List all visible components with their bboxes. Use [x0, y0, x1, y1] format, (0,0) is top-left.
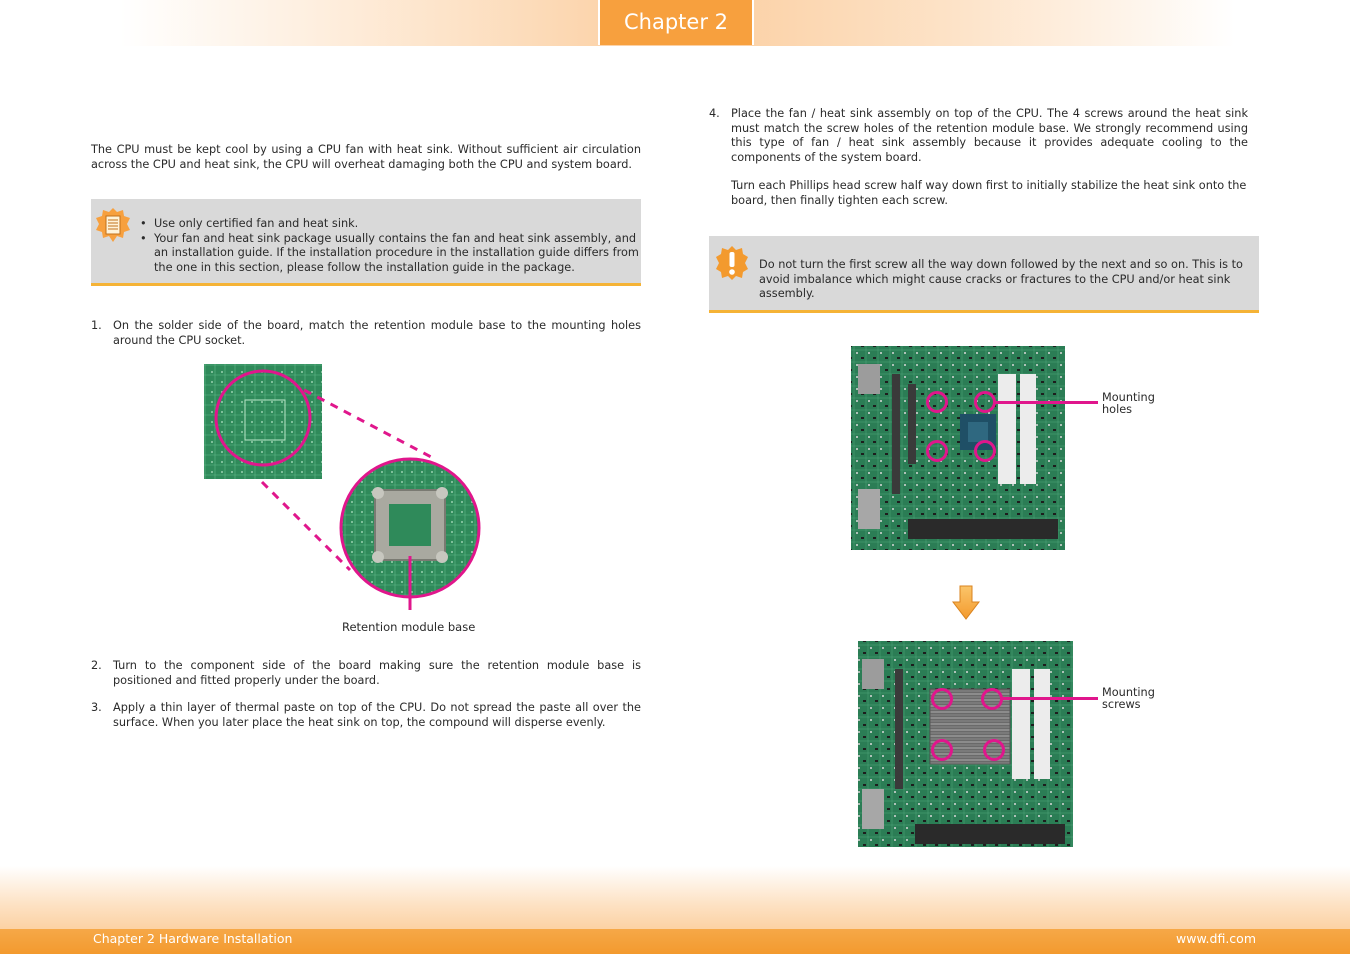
note-item: Use only certified fan and heat sink. — [140, 217, 640, 232]
zoom-line — [260, 480, 352, 572]
step-number: 2. — [91, 659, 102, 672]
step-number: 1. — [91, 319, 102, 332]
board-with-heatsink-photo — [858, 641, 1073, 847]
footer-chapter-title: Chapter 2 Hardware Installation — [93, 931, 293, 946]
warning-icon — [716, 246, 748, 280]
step-4: 4. Place the fan / heat sink assembly on… — [709, 107, 1248, 207]
step-text-continued: Turn each Phillips head screw half way d… — [731, 179, 1247, 207]
mounting-screw-marker — [931, 688, 953, 710]
step-number: 3. — [91, 701, 102, 714]
note-icon — [96, 208, 130, 242]
callout-mounting-holes: Mounting holes — [1102, 391, 1155, 416]
step-3: 3. Apply a thin layer of thermal paste o… — [91, 701, 641, 731]
footer-band — [0, 866, 1350, 930]
callout-mounting-screws: Mounting screws — [1102, 686, 1155, 711]
step-text: On the solder side of the board, match t… — [113, 319, 641, 347]
note-box: Use only certified fan and heat sink. Yo… — [91, 199, 641, 286]
mounting-hole-marker — [974, 440, 996, 462]
socket-highlight-circle — [214, 369, 312, 467]
step-2: 2. Turn to the component side of the boa… — [91, 659, 641, 689]
chapter-tab: Chapter 2 — [598, 0, 754, 45]
note-list: Use only certified fan and heat sink. Yo… — [140, 217, 640, 275]
step-text: Apply a thin layer of thermal paste on t… — [113, 701, 641, 729]
mounting-screw-marker — [983, 739, 1005, 761]
warning-box: Do not turn the first screw all the way … — [709, 236, 1259, 313]
step-number: 4. — [709, 107, 720, 120]
step-text: Turn to the component side of the board … — [113, 659, 641, 687]
zoom-line — [303, 388, 436, 461]
mounting-hole-marker — [926, 440, 948, 462]
step-text: Place the fan / heat sink assembly on to… — [731, 107, 1248, 164]
footer-bar: Chapter 2 Hardware Installation www.dfi.… — [0, 929, 1350, 954]
arrow-down-icon — [951, 585, 981, 620]
callout-line-holes — [995, 401, 1098, 404]
heat-sink — [929, 688, 1011, 765]
callout-line-screws — [1001, 697, 1098, 700]
footer-website-link[interactable]: www.dfi.com — [1176, 931, 1256, 946]
board-top-photo — [851, 346, 1065, 550]
board-solder-side-photo — [204, 364, 322, 479]
retention-module-figure — [204, 364, 481, 610]
mounting-hole-marker — [926, 391, 948, 413]
mounting-screw-marker — [931, 739, 953, 761]
figure-caption: Retention module base — [342, 620, 476, 634]
mounting-hole-marker — [974, 391, 996, 413]
note-item: Your fan and heat sink package usually c… — [140, 232, 640, 276]
warning-text: Do not turn the first screw all the way … — [759, 258, 1243, 301]
step-1: 1. On the solder side of the board, matc… — [91, 319, 641, 349]
intro-paragraph: The CPU must be kept cool by using a CPU… — [91, 143, 641, 171]
